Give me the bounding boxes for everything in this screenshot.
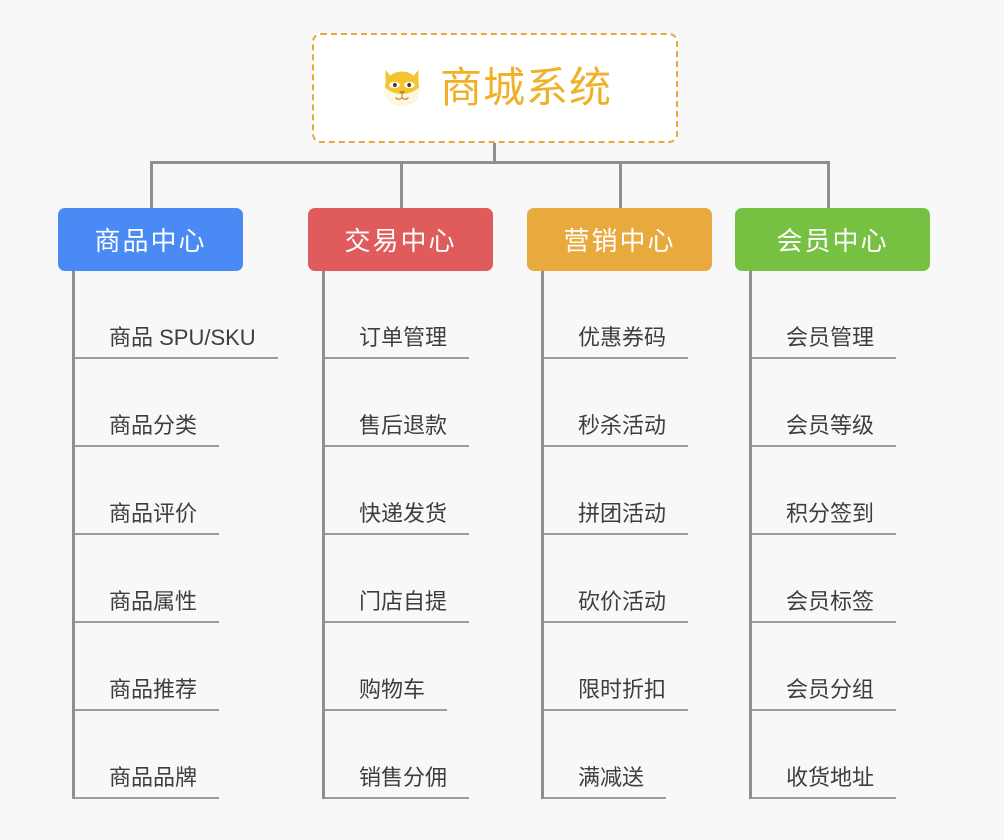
list-item[interactable]: 积分签到 [752, 447, 930, 535]
leaf-stack-3: 优惠券码 秒杀活动 拼团活动 砍价活动 限时折扣 满减送 [541, 271, 712, 799]
leaf-label: 商品评价 [75, 500, 220, 535]
leaf-label: 砍价活动 [544, 588, 689, 623]
connector-horizontal-bus [150, 161, 830, 164]
branch-header-label: 交易中心 [344, 226, 457, 256]
leaf-label: 订单管理 [325, 324, 470, 359]
connector-drop-2 [400, 161, 403, 208]
list-item[interactable]: 会员管理 [752, 271, 930, 359]
list-item[interactable]: 商品 SPU/SKU [75, 271, 278, 359]
list-item[interactable]: 会员分组 [752, 623, 930, 711]
list-item[interactable]: 满减送 [544, 711, 712, 799]
leaf-label: 商品属性 [75, 588, 220, 623]
branch-header-3[interactable]: 营销中心 [527, 208, 712, 271]
list-item[interactable]: 销售分佣 [325, 711, 493, 799]
branch-header-label: 商品中心 [94, 226, 207, 256]
leaf-label: 积分签到 [752, 500, 897, 535]
leaf-label: 会员标签 [752, 588, 897, 623]
shiba-dog-icon [378, 64, 426, 112]
list-item[interactable]: 商品属性 [75, 535, 278, 623]
leaf-label: 商品 SPU/SKU [75, 324, 278, 359]
connector-root-stem [493, 143, 496, 163]
branch-会员中心: 会员中心 会员管理 会员等级 积分签到 会员标签 会员分组 收货地址 [735, 208, 930, 799]
list-item[interactable]: 拼团活动 [544, 447, 712, 535]
branch-header-4[interactable]: 会员中心 [735, 208, 930, 271]
root-node[interactable]: 商城系统 [312, 33, 678, 143]
list-item[interactable]: 售后退款 [325, 359, 493, 447]
list-item[interactable]: 商品分类 [75, 359, 278, 447]
branch-商品中心: 商品中心 商品 SPU/SKU 商品分类 商品评价 商品属性 商品推荐 商品品牌 [58, 208, 278, 799]
branch-header-label: 会员中心 [776, 226, 889, 256]
leaf-label: 快递发货 [325, 500, 470, 535]
leaf-stack-4: 会员管理 会员等级 积分签到 会员标签 会员分组 收货地址 [749, 271, 930, 799]
leaf-label: 收货地址 [752, 764, 897, 799]
list-item[interactable]: 会员等级 [752, 359, 930, 447]
leaf-label: 会员管理 [752, 324, 897, 359]
list-item[interactable]: 购物车 [325, 623, 493, 711]
leaf-stack-1: 商品 SPU/SKU 商品分类 商品评价 商品属性 商品推荐 商品品牌 [72, 271, 278, 799]
connector-drop-1 [150, 161, 153, 208]
leaf-label: 会员分组 [752, 676, 897, 711]
leaf-stack-2: 订单管理 售后退款 快递发货 门店自提 购物车 销售分佣 [322, 271, 493, 799]
list-item[interactable]: 商品品牌 [75, 711, 278, 799]
list-item[interactable]: 商品推荐 [75, 623, 278, 711]
root-title: 商城系统 [439, 64, 612, 111]
list-item[interactable]: 秒杀活动 [544, 359, 712, 447]
leaf-label: 秒杀活动 [544, 412, 689, 447]
branch-营销中心: 营销中心 优惠券码 秒杀活动 拼团活动 砍价活动 限时折扣 满减送 [527, 208, 712, 799]
list-item[interactable]: 门店自提 [325, 535, 493, 623]
list-item[interactable]: 会员标签 [752, 535, 930, 623]
branch-交易中心: 交易中心 订单管理 售后退款 快递发货 门店自提 购物车 销售分佣 [308, 208, 493, 799]
list-item[interactable]: 订单管理 [325, 271, 493, 359]
leaf-label: 限时折扣 [544, 676, 689, 711]
list-item[interactable]: 砍价活动 [544, 535, 712, 623]
branch-header-2[interactable]: 交易中心 [308, 208, 493, 271]
branch-header-1[interactable]: 商品中心 [58, 208, 243, 271]
leaf-label: 购物车 [325, 676, 448, 711]
branch-header-label: 营销中心 [563, 226, 676, 256]
list-item[interactable]: 限时折扣 [544, 623, 712, 711]
leaf-label: 商品品牌 [75, 764, 220, 799]
list-item[interactable]: 收货地址 [752, 711, 930, 799]
leaf-label: 商品推荐 [75, 676, 220, 711]
list-item[interactable]: 优惠券码 [544, 271, 712, 359]
leaf-label: 满减送 [544, 764, 667, 799]
leaf-label: 会员等级 [752, 412, 897, 447]
leaf-label: 优惠券码 [544, 324, 689, 359]
leaf-label: 销售分佣 [325, 764, 470, 799]
list-item[interactable]: 商品评价 [75, 447, 278, 535]
leaf-label: 门店自提 [325, 588, 470, 623]
list-item[interactable]: 快递发货 [325, 447, 493, 535]
leaf-label: 售后退款 [325, 412, 470, 447]
leaf-label: 商品分类 [75, 412, 220, 447]
connector-drop-4 [827, 161, 830, 208]
connector-drop-3 [619, 161, 622, 208]
leaf-label: 拼团活动 [544, 500, 689, 535]
